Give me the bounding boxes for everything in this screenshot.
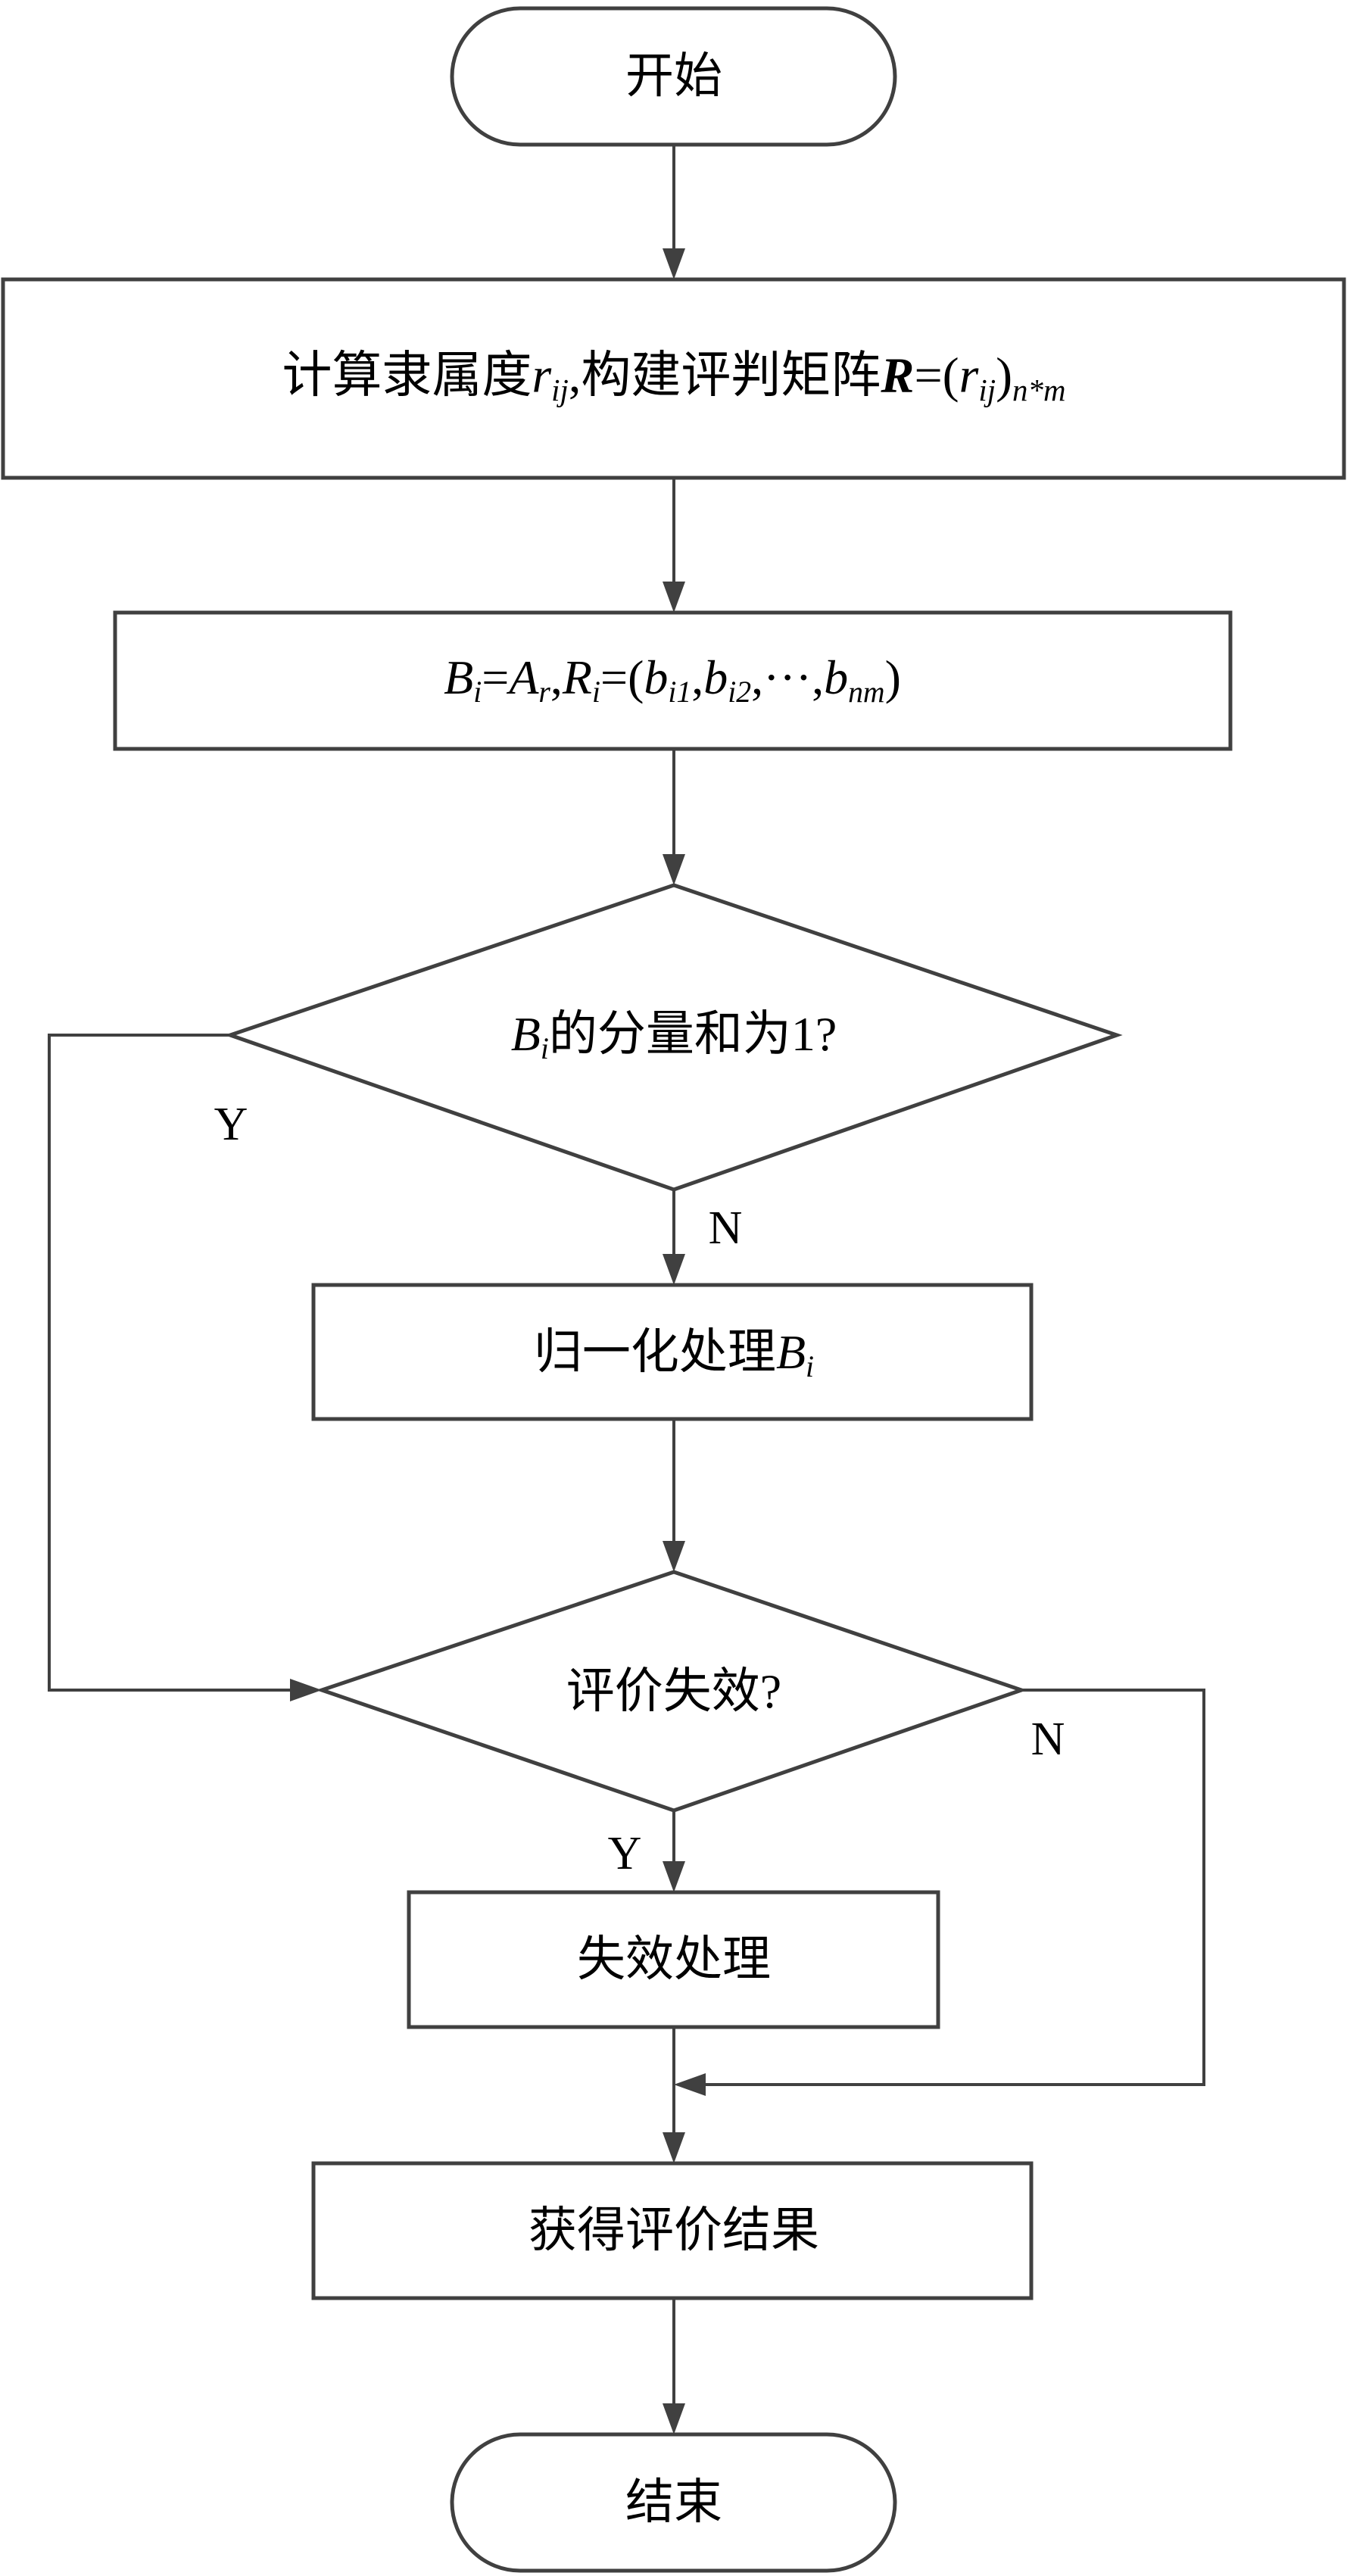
sub-nm: nm [848, 675, 885, 709]
compute-b-label: Bi=Ar,Ri=(bi1,bi2,···,bnm) [444, 653, 901, 708]
compute-membership-box [1, 277, 1346, 480]
text-segment: 的分量和为1? [548, 1007, 837, 1062]
text-segment: 计算隶属度 [282, 348, 532, 404]
text-segment: =( [914, 348, 959, 404]
text-segment: ,构建评判矩阵 [568, 348, 881, 404]
arrow-head-icon [663, 854, 685, 885]
text-segment: =( [600, 650, 644, 705]
var-B: B [444, 650, 474, 705]
sub-i: i [540, 1032, 549, 1066]
compute-membership-label: 计算隶属度rij,构建评判矩阵R=(rij)n*m [282, 351, 1065, 406]
arrow-head-icon [663, 1541, 685, 1572]
var-matrix-R: R [881, 348, 915, 404]
sub-i: i [473, 675, 482, 709]
arrow-head-icon [663, 1254, 685, 1285]
arrow-head-icon [663, 1861, 685, 1892]
decision-sum-label: Bi的分量和为1? [511, 1010, 837, 1065]
text-segment: = [482, 650, 510, 705]
sub-i1: i1 [668, 675, 692, 709]
arrow-head-icon [663, 2132, 685, 2163]
end-text: 结束 [625, 2475, 722, 2529]
get-result-text: 获得评价结果 [529, 2203, 819, 2257]
decision-fail-text: 评价失效? [566, 1664, 782, 1718]
normalize-box [311, 1283, 1034, 1421]
edge-diamond1-yes-loop [48, 1034, 292, 1692]
text-segment: , [550, 650, 563, 705]
edge-label-sum-yes: Y [214, 1099, 248, 1150]
sub-i: i [806, 1350, 815, 1384]
sub-i: i [591, 675, 601, 709]
arrow-head-icon [663, 248, 685, 279]
var-b: b [703, 650, 728, 705]
normalize-label: 归一化处理Bi [534, 1328, 814, 1383]
var-r: r [959, 348, 979, 404]
var-A: A [509, 650, 539, 705]
arrow-head-icon [663, 582, 685, 613]
var-R: R [562, 650, 592, 705]
arrow-head-icon [663, 2403, 685, 2434]
edge-diamond2-no-loop [704, 1689, 1205, 2086]
get-result-label: 获得评价结果 [529, 2206, 819, 2255]
get-result-box [311, 2161, 1034, 2300]
var-B: B [510, 1007, 541, 1062]
edge-label-sum-no: N [708, 1202, 743, 1254]
text-segment: , [691, 650, 704, 705]
sub-i2: i2 [728, 675, 752, 709]
arrow-head-icon [674, 2073, 706, 2096]
text-segment: 归一化处理 [533, 1325, 776, 1380]
compute-b-box [113, 610, 1233, 751]
var-b: b [824, 650, 849, 705]
sub-ij: ij [551, 373, 569, 407]
edge-label-fail-yes: Y [607, 1828, 642, 1879]
edge-label-fail-no: N [1031, 1714, 1065, 1765]
var-B: B [775, 1325, 806, 1380]
text-segment: ,···, [751, 650, 825, 705]
var-r: r [532, 348, 552, 404]
end-label: 结束 [625, 2478, 722, 2527]
decision-fail-label: 评价失效? [566, 1667, 781, 1716]
start-label: 开始 [625, 52, 722, 101]
sub-nm: n*m [1012, 373, 1066, 407]
arrow-head-icon [290, 1679, 322, 1701]
start-text: 开始 [625, 49, 722, 103]
text-segment: ) [996, 348, 1013, 404]
sub-ij: ij [978, 373, 996, 407]
failure-handling-label: 失效处理 [577, 1935, 771, 1984]
var-b: b [644, 650, 669, 705]
failure-handling-text: 失效处理 [577, 1932, 771, 1986]
failure-handling-box [407, 1890, 940, 2029]
sub-r: r [538, 675, 550, 709]
end-terminal [450, 2432, 897, 2573]
text-segment: ) [884, 650, 901, 705]
